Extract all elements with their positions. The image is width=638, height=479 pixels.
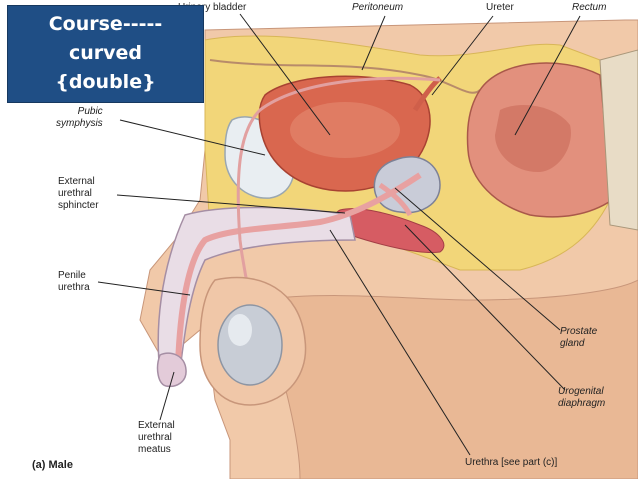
sacrum — [599, 49, 638, 231]
leader-external-urethral-meatus — [159, 371, 175, 421]
bladder-neck-urethra — [378, 182, 413, 217]
urethra-path — [175, 172, 422, 366]
label-external-urethral-meatus: External urethral meatus — [138, 420, 175, 455]
leader-urinary-bladder — [239, 13, 331, 136]
testis — [217, 304, 283, 386]
title-line-2: curved — [68, 42, 143, 64]
label-urogenital-diaphragm: Urogenital diaphragm — [558, 386, 606, 409]
bladder-highlight — [290, 102, 400, 158]
leader-ureter — [431, 15, 494, 96]
leader-penile-urethra — [97, 281, 191, 296]
label-penile-urethra: Penile urethra — [58, 270, 90, 293]
rectum-lumen — [495, 105, 571, 173]
label-rectum: Rectum — [572, 2, 607, 13]
title-line-3: {double} — [55, 71, 156, 93]
figure-caption: (a) Male — [32, 459, 73, 471]
leader-pubic-symphysis — [119, 119, 266, 156]
leader-external-urethral-sphincter — [116, 194, 346, 214]
leader-rectum — [514, 15, 581, 136]
title-box: Course----- curved {double} — [7, 5, 204, 103]
label-ureter: Ureter — [486, 2, 514, 13]
label-external-urethral-sphincter: External urethral sphincter — [58, 176, 99, 211]
thigh — [259, 279, 638, 479]
leader-urogenital-diaphragm — [404, 224, 566, 391]
title-line-1: Course----- — [48, 13, 163, 35]
leader-peritoneum — [361, 15, 386, 71]
leader-urethra — [329, 229, 471, 456]
label-prostate-gland: Prostate gland — [560, 326, 598, 349]
peritoneum-line — [209, 59, 481, 94]
label-peritoneum: Peritoneum — [352, 2, 404, 13]
leader-lines — [97, 13, 581, 456]
testis-highlight — [228, 314, 252, 346]
glans — [156, 352, 187, 388]
leader-prostate-gland — [394, 187, 561, 331]
label-urethra: Urethra [see part (c)] — [465, 457, 558, 468]
label-pubic-symphysis: Pubic symphysis — [56, 106, 103, 129]
